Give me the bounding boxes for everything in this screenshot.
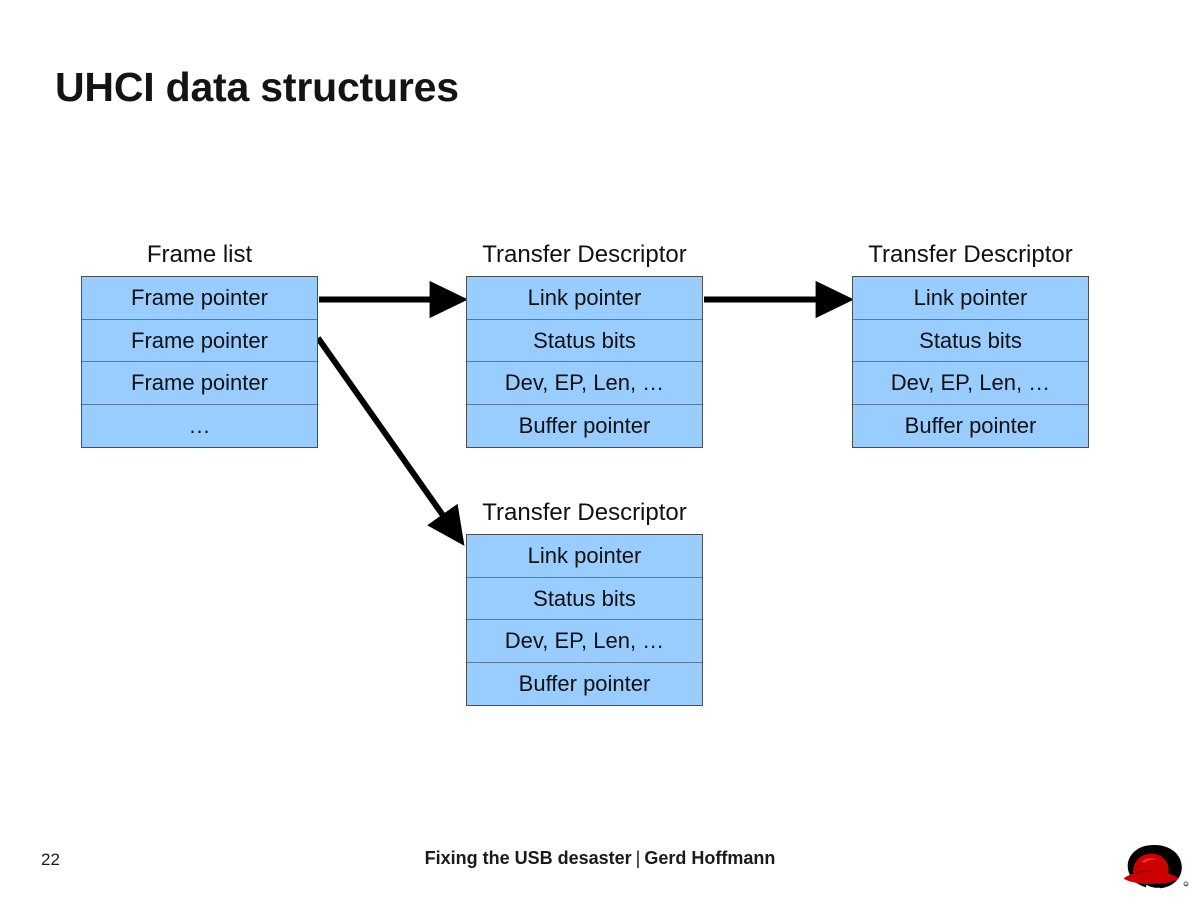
frame-list-row[interactable]: Frame pointer <box>82 319 317 362</box>
transfer-descriptor-1-table: Link pointer Status bits Dev, EP, Len, …… <box>466 276 703 448</box>
transfer-descriptor-row[interactable]: Status bits <box>467 577 702 620</box>
transfer-descriptor-row[interactable]: Status bits <box>853 319 1088 362</box>
transfer-descriptor-row[interactable]: Buffer pointer <box>467 662 702 705</box>
transfer-descriptor-row[interactable]: Buffer pointer <box>853 404 1088 447</box>
footer-author: Gerd Hoffmann <box>644 848 776 868</box>
slide-footer: 22 Fixing the USB desaster|Gerd Hoffmann… <box>0 838 1200 900</box>
frame-list-row[interactable]: Frame pointer <box>82 362 317 405</box>
transfer-descriptor-row[interactable]: Link pointer <box>467 535 702 578</box>
structure-label-transfer-descriptor-2: Transfer Descriptor <box>482 499 687 526</box>
page-title: UHCI data structures <box>55 64 459 110</box>
frame-list-table: Frame pointer Frame pointer Frame pointe… <box>81 276 318 448</box>
transfer-descriptor-row[interactable]: Dev, EP, Len, … <box>853 362 1088 405</box>
svg-text:R: R <box>1185 883 1187 887</box>
transfer-descriptor-row[interactable]: Buffer pointer <box>467 404 702 447</box>
structure-transfer-descriptor-2: Transfer Descriptor Link pointer Status … <box>466 501 703 706</box>
red-hat-shadowman-logo: R <box>1123 845 1189 895</box>
transfer-descriptor-row[interactable]: Status bits <box>467 319 702 362</box>
frame-list-row[interactable]: … <box>82 404 317 447</box>
transfer-descriptor-2-table: Link pointer Status bits Dev, EP, Len, …… <box>466 534 703 706</box>
structure-frame-list: Frame list Frame pointer Frame pointer F… <box>81 243 318 448</box>
transfer-descriptor-row[interactable]: Dev, EP, Len, … <box>467 362 702 405</box>
structure-transfer-descriptor-1: Transfer Descriptor Link pointer Status … <box>466 243 703 448</box>
structure-label-transfer-descriptor-1: Transfer Descriptor <box>482 241 687 268</box>
structure-label-frame-list: Frame list <box>146 241 253 268</box>
footer-separator: | <box>635 848 641 868</box>
footer-caption: Fixing the USB desaster|Gerd Hoffmann <box>0 848 1200 869</box>
structure-label-transfer-descriptor-3: Transfer Descriptor <box>868 241 1073 268</box>
transfer-descriptor-row[interactable]: Link pointer <box>853 277 1088 320</box>
transfer-descriptor-row[interactable]: Link pointer <box>467 277 702 320</box>
page-number: 22 <box>41 850 60 869</box>
structure-transfer-descriptor-3: Transfer Descriptor Link pointer Status … <box>852 243 1089 448</box>
transfer-descriptor-3-table: Link pointer Status bits Dev, EP, Len, …… <box>852 276 1089 448</box>
footer-deck-title: Fixing the USB desaster <box>424 848 632 868</box>
transfer-descriptor-row[interactable]: Dev, EP, Len, … <box>467 620 702 663</box>
uhci-data-structures-diagram: Frame list Frame pointer Frame pointer F… <box>81 243 1089 706</box>
connector-framelist-to-td2 <box>315 336 465 546</box>
frame-list-row[interactable]: Frame pointer <box>82 277 317 320</box>
